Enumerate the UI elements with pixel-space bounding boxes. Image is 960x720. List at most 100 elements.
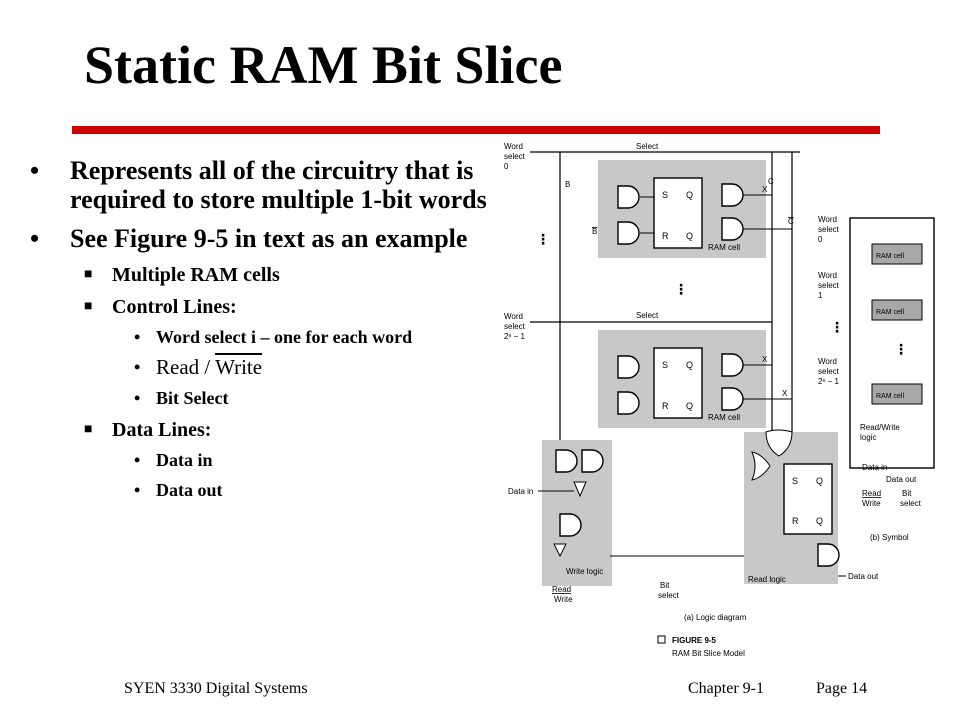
sub-sub-bullet-text: Word select i – one for each word: [156, 327, 413, 347]
word-label: Word: [504, 312, 523, 321]
and-gate-icon: [721, 387, 744, 411]
bit-select-label: select: [900, 499, 922, 508]
sub-sub-bullet: • Data out: [30, 480, 456, 500]
write-label: Write: [862, 499, 881, 508]
sub-sub-bullet: • Bit Select: [30, 388, 456, 408]
figure-number: FIGURE 9-5: [672, 636, 717, 645]
symbol-ram-cell: [871, 243, 923, 265]
bullet-list: • Represents all of the circuitry that i…: [30, 156, 490, 510]
select-label: Select: [636, 142, 659, 151]
write-bar-label: Write: [215, 355, 263, 379]
bullet-text: See Figure 9-5 in text as an example: [70, 224, 468, 253]
bit-label: Bit: [902, 489, 912, 498]
index-last-label: 2ⁿ − 1: [818, 377, 839, 386]
and-gate-icon: [617, 185, 640, 209]
r-label: R: [662, 231, 669, 241]
vertical-ellipsis-icon: ⋮: [830, 319, 844, 335]
bullet-dot: •: [30, 224, 40, 253]
bullet-item: • See Figure 9-5 in text as an example: [30, 224, 490, 253]
inverter-icon: [553, 543, 567, 558]
ram-bit-slice-figure: Select Word select 0 B B S Q R Q RAM cel…: [504, 142, 935, 658]
q-label: Q: [686, 360, 693, 370]
sub-sub-bullet-text: Data in: [156, 450, 213, 470]
bullet-dot: •: [30, 156, 40, 185]
sub-sub-bullet: • Data in: [30, 450, 456, 470]
data-in-label: Data in: [862, 463, 887, 472]
word-label: Word: [818, 271, 837, 280]
data-out-label: Data out: [886, 475, 917, 484]
sub-sub-bullet: • Read / Write: [30, 357, 456, 378]
q-label: Q: [816, 476, 823, 486]
index-last-label: 2ⁿ − 1: [504, 332, 525, 341]
symbol-ram-cell: [871, 383, 923, 405]
s-label: S: [662, 190, 668, 200]
ram-cell-label: RAM cell: [708, 243, 740, 252]
and-gate-icon: [555, 449, 578, 473]
vertical-ellipsis-icon: ⋮: [674, 281, 688, 297]
bullet-text: Represents all of the circuitry that is …: [70, 156, 487, 214]
bullet-dot: •: [134, 357, 141, 377]
write-label: Write: [554, 595, 573, 604]
q-bar-label: Q: [816, 516, 823, 526]
bullet-item: • Represents all of the circuitry that i…: [30, 156, 490, 214]
sr-latch-0: [653, 177, 703, 249]
select-sub-label: select: [504, 152, 526, 161]
x-label: X: [782, 389, 788, 398]
and-gate-icon: [617, 391, 640, 415]
and-gate-icon: [721, 183, 744, 207]
data-in-label: Data in: [508, 487, 533, 496]
s-label: S: [662, 360, 668, 370]
word-label: Word: [818, 215, 837, 224]
caption-b: (b) Symbol: [870, 533, 909, 542]
and-gate-icon: [721, 353, 744, 377]
word-label: Word: [504, 142, 523, 151]
and-gate-icon: [559, 513, 582, 537]
bullet-dot: •: [134, 388, 141, 408]
inverter-icon: [573, 481, 587, 498]
b-bar-label: B: [592, 227, 597, 236]
q-bar-label: Q: [686, 401, 693, 411]
r-label: R: [662, 401, 669, 411]
c-label: C: [768, 177, 774, 186]
bullet-dot: •: [134, 327, 141, 347]
square-bullet-icon: ■: [84, 299, 93, 314]
q-label: Q: [686, 190, 693, 200]
bit-label: Bit: [660, 581, 670, 590]
c-bar-label: C: [788, 217, 794, 226]
sub-bullet-text: Multiple RAM cells: [112, 264, 280, 286]
index-zero-label: 0: [504, 162, 509, 171]
slide-title: Static RAM Bit Slice: [84, 35, 563, 95]
figure-marker-icon: [657, 635, 666, 644]
q-bar-label: Q: [686, 231, 693, 241]
bullet-dot: •: [134, 480, 141, 500]
x-label: X: [762, 185, 768, 194]
square-bullet-icon: ■: [84, 267, 93, 282]
read-label: Read: [156, 355, 200, 379]
sr-latch-last: [653, 347, 703, 419]
and-gate-icon: [721, 217, 744, 241]
ram-cell-label: RAM cell: [708, 413, 740, 422]
or-gate-icon: [751, 451, 771, 481]
symbol-box: [849, 217, 935, 469]
ram-cell-label: RAM cell: [876, 309, 904, 316]
caption-a: (a) Logic diagram: [684, 613, 747, 622]
x-label: X: [762, 355, 768, 364]
ram-cell-label: RAM cell: [876, 253, 904, 260]
and-gate-icon: [817, 543, 840, 567]
index-zero-label: 0: [818, 235, 823, 244]
write-logic-label: Write logic: [566, 567, 603, 576]
or-gate-icon: [765, 429, 793, 457]
b-label: B: [565, 180, 570, 189]
select-sub-label: select: [818, 367, 840, 376]
sub-bullet-text: Control Lines:: [112, 296, 237, 318]
read-label: Read: [552, 585, 571, 594]
data-out-label: Data out: [848, 572, 879, 581]
ram-cell-label: RAM cell: [876, 393, 904, 400]
select-sub-label: select: [818, 281, 840, 290]
word-label: Word: [818, 357, 837, 366]
vertical-ellipsis-icon: ⋮: [536, 231, 550, 247]
footer-chapter: Chapter 9-1: [688, 680, 764, 697]
select-sub-label: select: [818, 225, 840, 234]
s-label: S: [792, 476, 798, 486]
figure-title: RAM Bit Slice Model: [672, 649, 745, 658]
